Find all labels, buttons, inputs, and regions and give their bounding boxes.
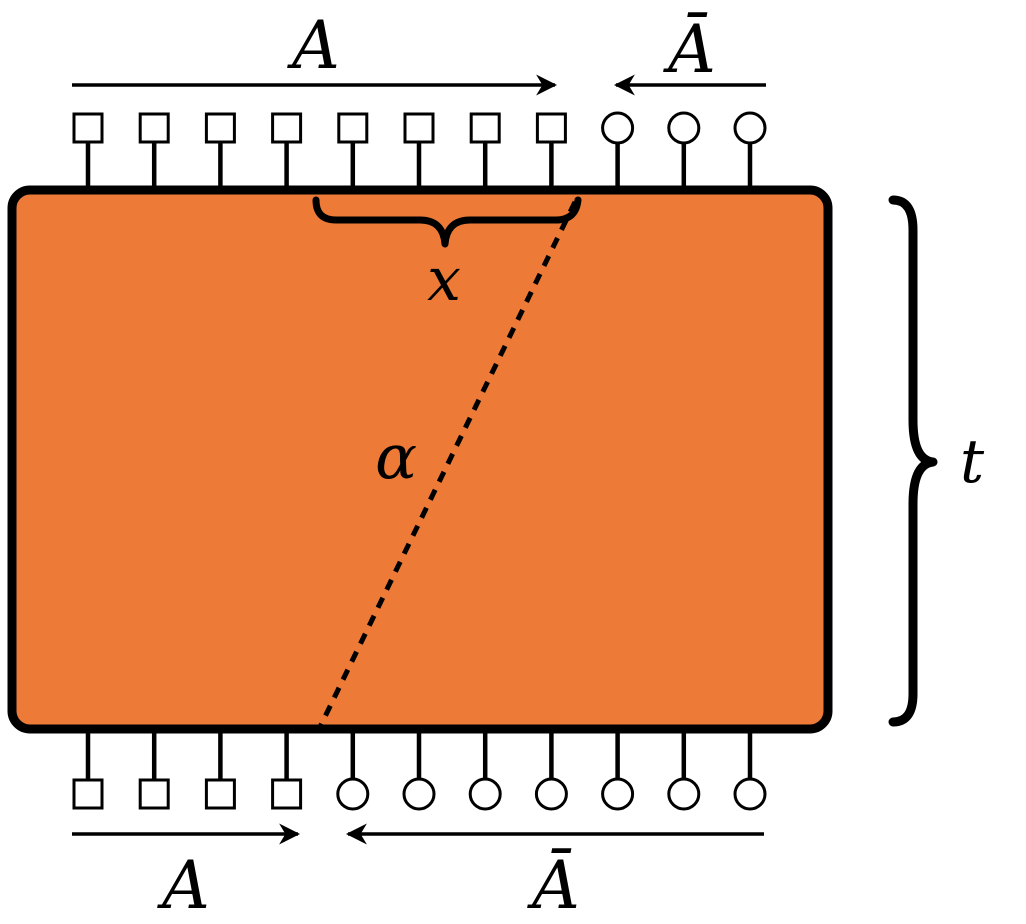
label-offset-x: x [427, 245, 461, 315]
top-leg-circle [733, 111, 767, 145]
bottom-leg-circle [601, 777, 635, 811]
top-leg-square [403, 112, 435, 144]
bottom-leg-square [72, 778, 104, 810]
top-leg-square [204, 112, 236, 144]
bottom-leg-circle [468, 777, 502, 811]
label-slope-alpha: α [375, 420, 417, 493]
top-leg-circle [667, 111, 701, 145]
top-leg-circle [601, 111, 635, 145]
top-legs [72, 111, 767, 190]
bottom-leg-circle [336, 777, 370, 811]
label-bottom-right-region: Ā [526, 847, 580, 924]
bottom-leg-circle [402, 777, 436, 811]
time-brace [888, 195, 938, 727]
top-leg-square [337, 112, 369, 144]
label-top-left-region: A [286, 7, 340, 84]
bottom-leg-circle [733, 777, 767, 811]
offset-brace [312, 196, 582, 248]
top-leg-square [469, 112, 501, 144]
bottom-leg-square [204, 778, 236, 810]
top-leg-square [72, 112, 104, 144]
bottom-leg-circle [667, 777, 701, 811]
bottom-leg-circle [534, 777, 568, 811]
top-leg-square [271, 112, 303, 144]
top-leg-square [138, 112, 170, 144]
top-leg-square [535, 112, 567, 144]
label-time-t: t [960, 427, 985, 497]
dotted-cut-line [317, 200, 578, 729]
bottom-leg-square [138, 778, 170, 810]
bottom-legs [72, 729, 767, 811]
label-bottom-left-region: A [156, 847, 210, 924]
circuit-block [7, 185, 833, 734]
label-top-right-region: Ā [662, 11, 716, 88]
bottom-leg-square [271, 778, 303, 810]
